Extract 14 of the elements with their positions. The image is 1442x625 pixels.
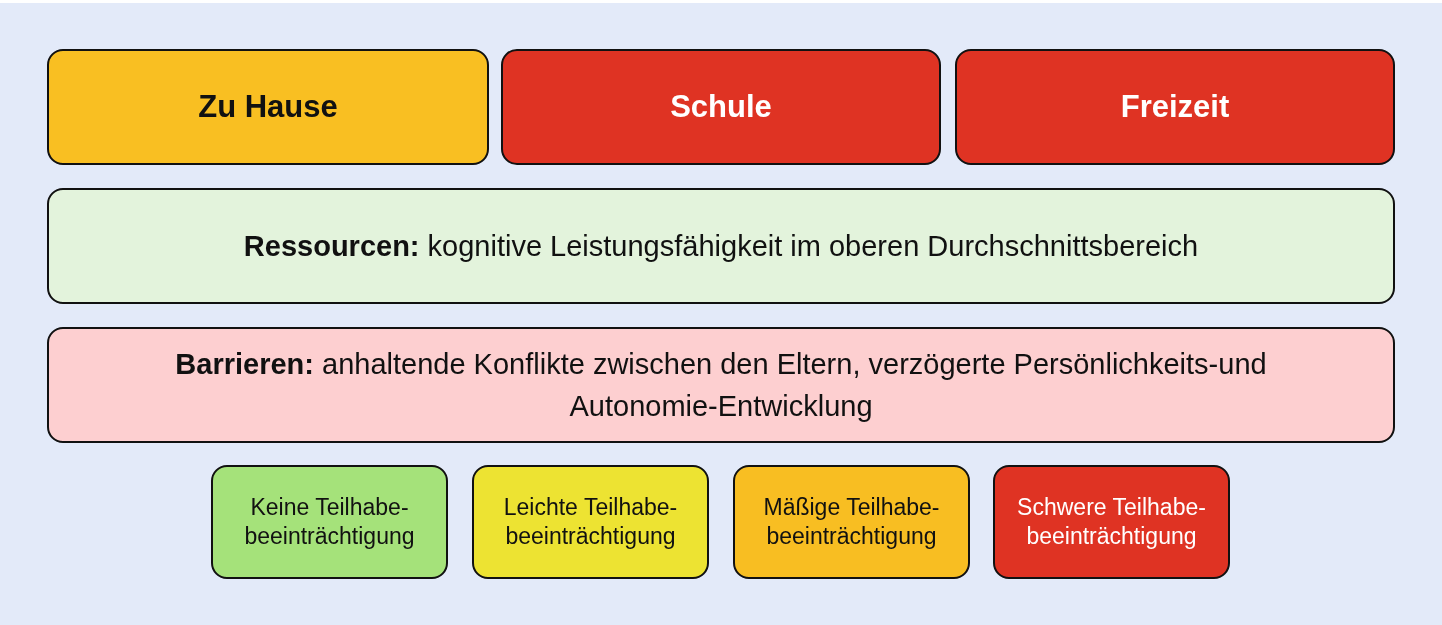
legend-label: Mäßige Teilhabe- beeinträchtigung: [762, 493, 941, 551]
setting-box: [47, 49, 489, 165]
setting-title: Zu Hause: [198, 87, 338, 126]
setting-box: [955, 49, 1395, 165]
resources-text: Ressourcen: kognitive Leistungsfähigkeit im oberen Durchschnittsbereich: [243, 228, 1199, 264]
barriers-panel: [47, 327, 1395, 443]
setting-title: Schule: [670, 87, 772, 126]
setting-box: [501, 49, 941, 165]
legend-label: Schwere Teilhabe- beeinträchtigung: [1016, 493, 1207, 551]
legend-label: Keine Teilhabe- beeinträchtigung: [243, 493, 416, 551]
setting-title: Freizeit: [1120, 87, 1230, 126]
resources-panel: [47, 188, 1395, 304]
barriers-text: Barrieren: anhaltende Konflikte zwischen den Eltern, verzögerte Persönlichkeits-und Autonomie-Entwicklung: [174, 346, 1268, 424]
legend-label: Leichte Teilhabe- beeinträchtigung: [502, 493, 679, 551]
